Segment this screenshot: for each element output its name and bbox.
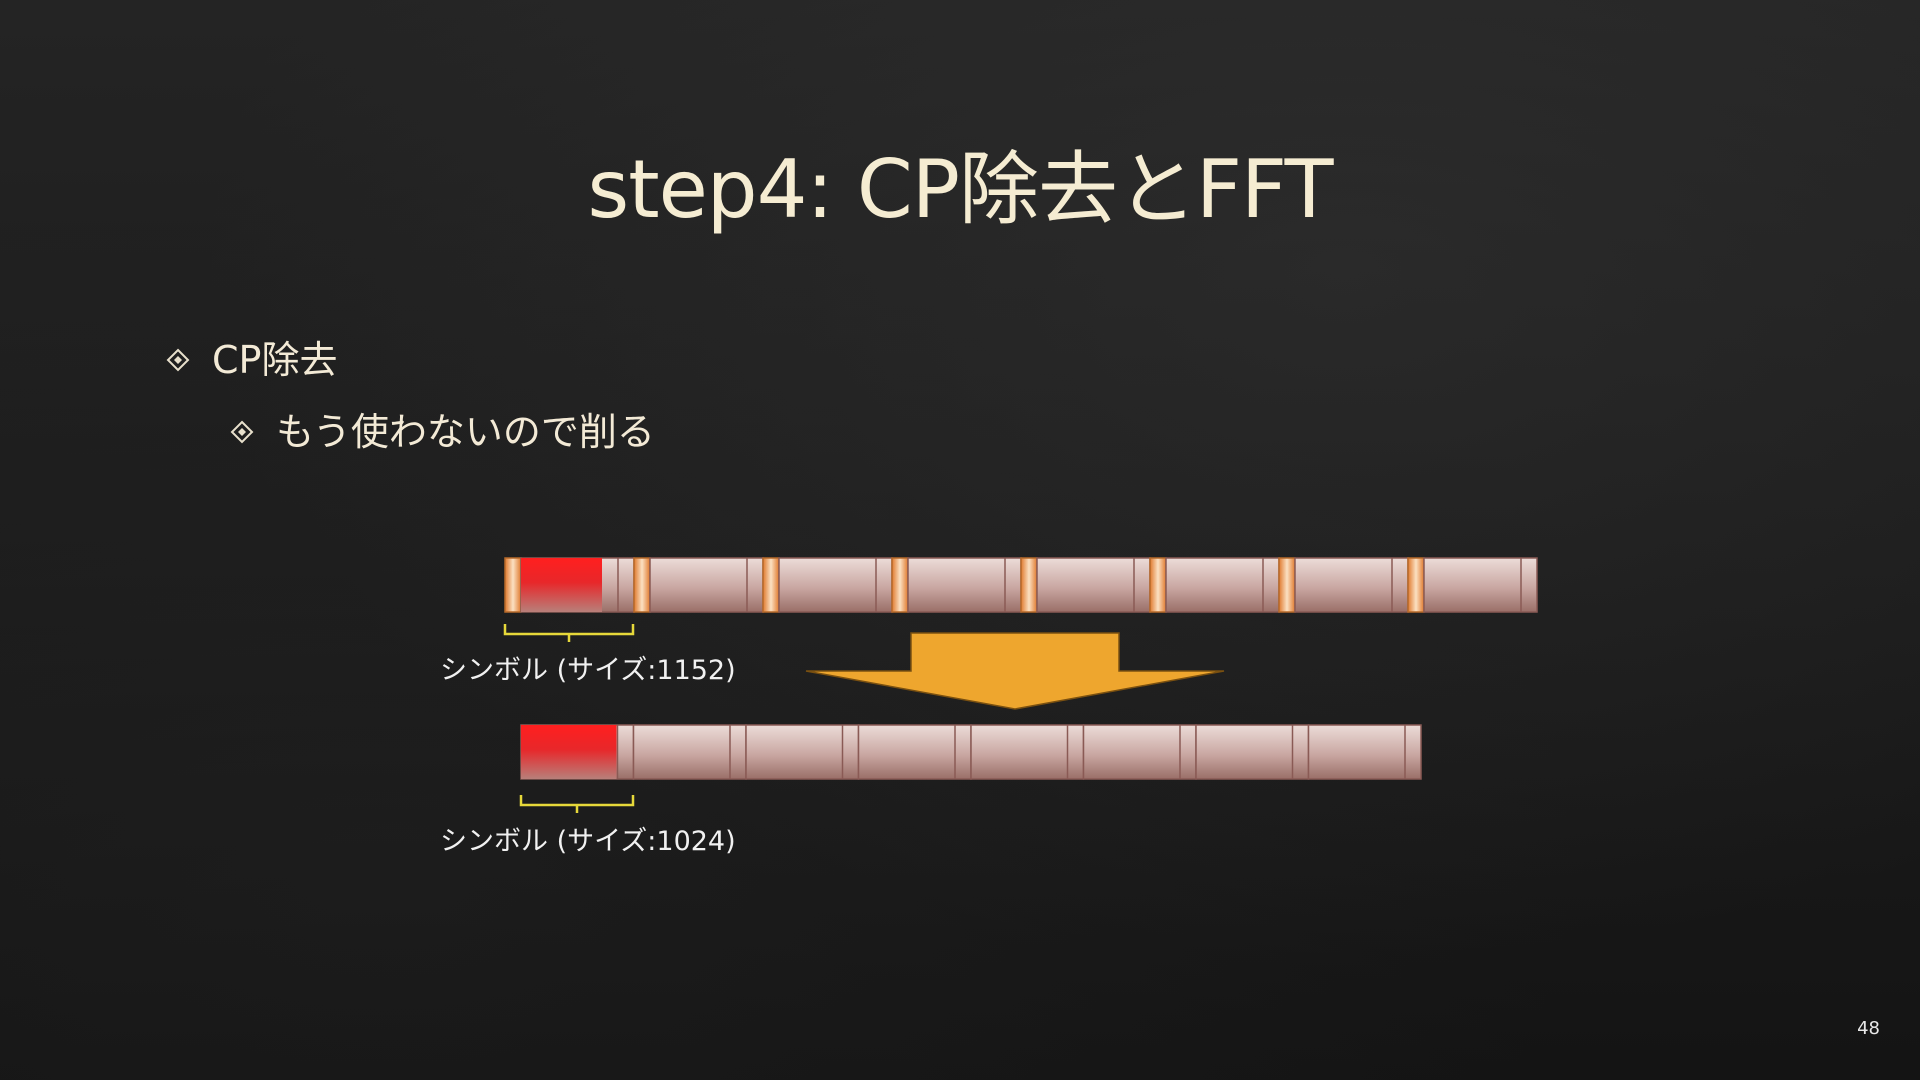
cp-segment xyxy=(762,557,780,613)
down-arrow-icon xyxy=(805,632,1225,710)
bracket-after xyxy=(519,795,635,813)
cp-segment xyxy=(891,557,909,613)
symbol-body xyxy=(1195,724,1310,780)
symbol-body xyxy=(632,724,747,780)
symbol-row-with-cp xyxy=(504,557,1538,613)
bullet-text-cp-removal: CP除去 xyxy=(212,338,338,382)
page-number: 48 xyxy=(1857,1018,1880,1039)
cp-segment xyxy=(504,557,522,613)
symbol-tail-highlight xyxy=(521,725,617,779)
cp-segment xyxy=(1149,557,1167,613)
symbol-body xyxy=(649,557,764,613)
symbol-body xyxy=(907,557,1022,613)
symbol-body xyxy=(778,557,893,613)
symbol-body xyxy=(1036,557,1151,613)
bracket-before xyxy=(503,624,635,642)
symbol-body xyxy=(1165,557,1280,613)
symbol-body xyxy=(857,724,972,780)
symbol-label-1152: シンボル (サイズ:1152) xyxy=(440,655,736,686)
cp-segment xyxy=(1020,557,1038,613)
symbol-tail-highlight xyxy=(521,558,602,612)
symbol-body xyxy=(1082,724,1197,780)
bullet-text-remove: もう使わないので削る xyxy=(276,410,655,454)
bullet-level1: CP除去 xyxy=(166,334,337,386)
symbol-label-1024: シンボル (サイズ:1024) xyxy=(440,826,736,857)
diamond-bullet-icon xyxy=(166,348,190,372)
slide-title: step4: CP除去とFFT xyxy=(587,143,1334,236)
symbol-row-without-cp xyxy=(520,724,1422,780)
bullet-level2: もう使わないので削る xyxy=(230,406,655,458)
cp-segment xyxy=(1407,557,1425,613)
cp-segment xyxy=(1278,557,1296,613)
diamond-bullet-icon xyxy=(230,420,254,444)
symbol-body xyxy=(970,724,1085,780)
symbol-body xyxy=(1423,557,1538,613)
cp-segment xyxy=(633,557,651,613)
symbol-body xyxy=(1307,724,1422,780)
symbol-body xyxy=(1294,557,1409,613)
symbol-body xyxy=(745,724,860,780)
